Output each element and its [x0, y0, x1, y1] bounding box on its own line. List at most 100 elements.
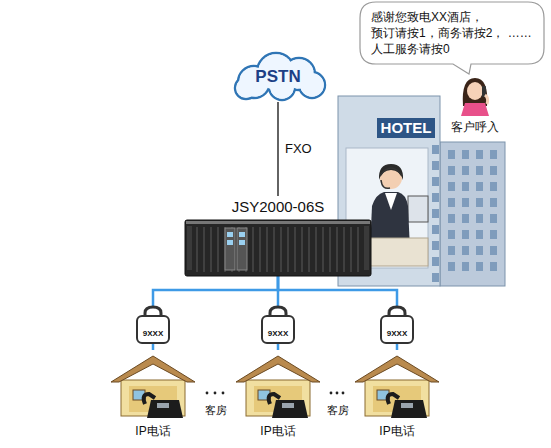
connector: [396, 344, 399, 350]
receptionist-shirt: [385, 193, 397, 210]
window: [432, 193, 439, 202]
window: [462, 246, 469, 255]
dot: [214, 392, 217, 395]
phone-adapter: 9XXX: [380, 306, 414, 344]
window: [490, 246, 497, 255]
hotel-wing: [440, 142, 505, 286]
window: [448, 230, 455, 239]
caller-hand: [485, 95, 488, 104]
phone-handset: [269, 394, 280, 404]
cloud-fill: [236, 78, 256, 98]
node-text: 9XXX: [268, 329, 288, 339]
ip-phone-room: IP电话: [107, 350, 199, 440]
window: [490, 166, 497, 175]
phone-base: [391, 400, 427, 418]
window: [448, 182, 455, 191]
slot: [196, 227, 198, 272]
phone-screen: [401, 403, 413, 408]
room-label: 客房: [325, 404, 351, 417]
window: [448, 214, 455, 223]
caller-face: [467, 82, 483, 100]
caller-hair: [463, 78, 488, 106]
network-cloud: PSTN: [224, 52, 332, 102]
phone-adapter: 9XXX: [261, 306, 295, 344]
connector: [278, 276, 397, 306]
slot: [217, 227, 219, 272]
cloud-fill: [300, 73, 324, 97]
slot: [266, 227, 268, 272]
ip-phone-room: IP电话: [232, 350, 324, 440]
window: [476, 230, 483, 239]
slot: [308, 227, 310, 272]
adapter-body: [262, 316, 294, 343]
slot: [350, 227, 352, 272]
dot: [206, 392, 209, 395]
node-text: JSY2000-06S: [232, 198, 325, 216]
slot: [252, 227, 254, 272]
adapter-body: [137, 316, 169, 343]
card-slots: [197, 227, 358, 272]
control-module: [237, 228, 247, 270]
phone-handset: [144, 394, 155, 404]
window: [432, 145, 439, 154]
phone-screen: [282, 403, 294, 408]
port: [239, 240, 245, 245]
headset: [380, 168, 402, 188]
slot: [329, 227, 331, 272]
slot: [259, 227, 261, 272]
control-module: [225, 228, 235, 270]
window: [490, 230, 497, 239]
window: [476, 198, 483, 207]
window: [490, 262, 497, 271]
window: [476, 214, 483, 223]
room-roof: [355, 356, 439, 382]
window: [462, 230, 469, 239]
slot: [287, 227, 289, 272]
slot: [357, 227, 359, 272]
window: [432, 241, 439, 250]
monitor: [408, 196, 428, 222]
port: [239, 232, 245, 237]
window: [476, 150, 483, 159]
window: [462, 150, 469, 159]
window: [432, 209, 439, 218]
room-roof: [111, 356, 195, 382]
window: [462, 166, 469, 175]
window: [448, 166, 455, 175]
connector: [277, 102, 278, 196]
phone-base: [147, 400, 183, 418]
hotel-building: HOTEL: [372, 98, 441, 280]
slot: [315, 227, 317, 272]
phone-handset: [388, 394, 399, 404]
window: [462, 262, 469, 271]
slot: [280, 227, 282, 272]
window: [432, 161, 439, 170]
room-roof: [236, 356, 320, 382]
speech-bubble: 感谢您致电XX酒店， 预订请按1，商务请按2， ……人工服务请按0: [360, 2, 544, 64]
slot: [273, 227, 275, 272]
window: [462, 182, 469, 191]
window: [448, 262, 455, 271]
slot: [336, 227, 338, 272]
window: [432, 177, 439, 186]
window: [490, 150, 497, 159]
cloud-shape: [235, 53, 325, 100]
node-text: IP电话: [135, 424, 170, 438]
slot: [343, 227, 345, 272]
ip-phone-room: IP电话: [351, 350, 443, 440]
front-handle: [364, 226, 369, 270]
window: [490, 214, 497, 223]
port: [227, 240, 233, 245]
window: [448, 150, 455, 159]
caller-icon: 客户呼入: [440, 76, 510, 136]
window: [476, 182, 483, 191]
window: [432, 273, 439, 282]
window: [432, 257, 439, 266]
window: [476, 166, 483, 175]
connector: [153, 276, 278, 306]
dot: [222, 392, 225, 395]
window: [448, 198, 455, 207]
chassis-rim: [186, 221, 370, 224]
connector: [152, 344, 155, 350]
node-text: IP电话: [260, 424, 295, 438]
